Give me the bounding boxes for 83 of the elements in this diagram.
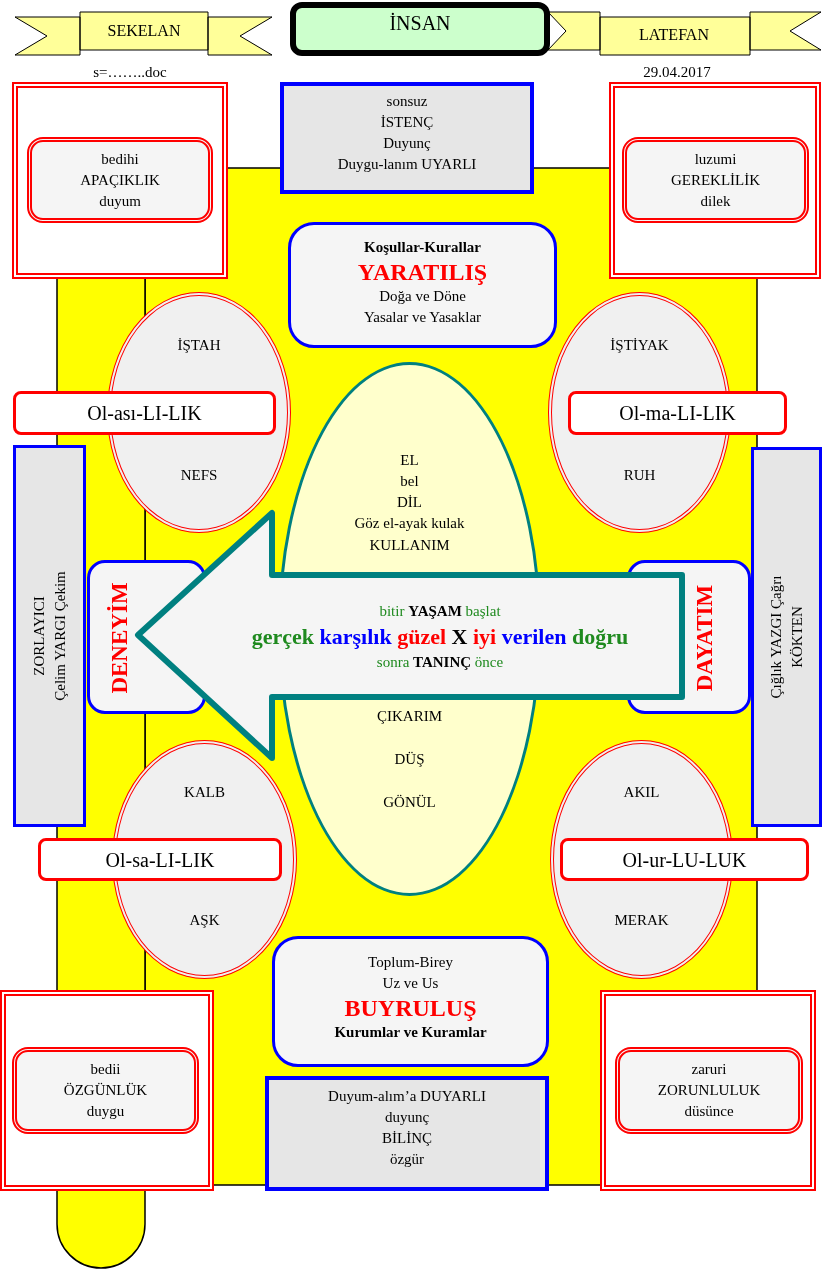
outer-frame — [609, 82, 821, 279]
panel-text: zaruri — [691, 1060, 727, 1079]
arrow-text: gerçek karşılık güzel X iyi verilen doğru — [251, 624, 629, 650]
ribbon-banner — [548, 10, 822, 58]
text-panel — [280, 82, 534, 194]
ellipse-text: DİL — [397, 492, 422, 512]
arrow-text: bitir YAŞAM başlat — [379, 602, 501, 621]
vertical-panel — [751, 447, 822, 827]
ellipse-text: bel — [400, 471, 419, 491]
rounded-panel — [288, 222, 557, 348]
panel-text: BUYRULUŞ — [344, 993, 477, 1022]
title-text: İNSAN — [389, 11, 451, 35]
arrow-text: sonra TANINÇ önce — [376, 653, 504, 672]
band-label: Ol-sa-LI-LIK — [105, 847, 215, 872]
panel-text: duyum — [99, 191, 141, 211]
rounded-panel — [272, 936, 549, 1067]
band-label: Ol-ma-LI-LIK — [619, 401, 736, 425]
ellipse-text: ÇIKARIM — [377, 706, 442, 726]
panel-text: GEREKLİLİK — [670, 170, 761, 190]
panel-text: bedii — [90, 1060, 121, 1079]
panel-text: Uz ve Us — [382, 973, 439, 993]
panel-text: Kurumlar ve Kuramlar — [334, 1022, 487, 1042]
band-label: Ol-ası-LI-LIK — [87, 401, 202, 425]
ellipse-text: KALB — [184, 782, 225, 802]
panel-text: Koşullar-Kurallar — [364, 237, 481, 257]
label-band — [560, 838, 809, 881]
ribbon-banner — [14, 9, 274, 58]
outer-frame — [0, 990, 214, 1191]
panel-text: duyunç — [384, 1107, 430, 1127]
vertical-heading: DAYATIM — [692, 584, 718, 692]
panel-text: Doğa ve Döne — [379, 286, 466, 306]
panel-text: ZORUNLULUK — [657, 1081, 761, 1100]
ellipse-text: Göz el-ayak kulak — [354, 513, 465, 533]
banner-label: LATEFAN — [639, 25, 709, 45]
panel-text: Duyunç — [383, 134, 431, 153]
title-box — [290, 2, 550, 56]
rounded-box — [622, 137, 809, 223]
panel-text: özgür — [389, 1149, 425, 1169]
panel-text: duygu — [86, 1102, 125, 1121]
label-band — [13, 391, 276, 435]
date-text: 29.04.2017 — [643, 62, 711, 82]
outer-frame — [12, 82, 228, 279]
panel-text: Duyum-alım’a DUYARLI — [328, 1086, 486, 1106]
panel-text: YARATILIŞ — [357, 257, 488, 286]
ellipse-text: EL — [400, 450, 419, 470]
label-band — [568, 391, 787, 435]
panel-text: sonsuz — [386, 92, 428, 111]
vertical-heading: DENEYİM — [107, 582, 133, 694]
vertical-panel — [13, 445, 86, 827]
ellipse-text: AŞK — [189, 910, 220, 930]
ellipse-text: MERAK — [614, 910, 669, 930]
ellipse-text: İŞTAH — [177, 335, 221, 355]
panel-text: luzumi — [694, 149, 737, 169]
panel-text: İSTENÇ — [380, 113, 434, 132]
ellipse-text: AKIL — [623, 782, 660, 802]
banner-label: SEKELAN — [107, 21, 181, 41]
panel-text: ÖZGÜNLÜK — [63, 1081, 148, 1100]
panel-text: BİLİNÇ — [382, 1128, 432, 1148]
outer-frame — [600, 990, 816, 1191]
rounded-box — [615, 1047, 803, 1134]
vertical-text: Çığlık YAZGI Çağrı — [766, 575, 785, 699]
vertical-text: Çelim YARGI Çekim — [50, 571, 69, 701]
vertical-text: KÖKTEN — [787, 606, 806, 668]
band-label: Ol-ur-LU-LUK — [622, 847, 747, 872]
rounded-box — [27, 137, 213, 223]
label-band — [38, 838, 282, 881]
ellipse-text: İŞTİYAK — [610, 335, 669, 355]
panel-text: dilek — [700, 191, 731, 211]
ellipse-text: DÜŞ — [394, 749, 425, 769]
file-name-text: s=……..doc — [93, 62, 167, 82]
panel-text: Toplum-Birey — [368, 952, 453, 972]
panel-text: APAÇIKLIK — [80, 170, 160, 190]
rounded-box — [12, 1047, 199, 1134]
text-panel — [265, 1076, 549, 1191]
vertical-text: ZORLAYICI — [29, 596, 48, 676]
ellipse-text: RUH — [623, 465, 656, 485]
panel-text: düsünce — [684, 1102, 734, 1121]
ellipse-text: NEFS — [180, 465, 218, 485]
ellipse-text: KULLANIM — [369, 535, 450, 555]
panel-text: Yasalar ve Yasaklar — [363, 307, 482, 327]
ellipse-text: GÖNÜL — [383, 792, 436, 812]
panel-text: Duygu-lanım UYARLI — [337, 155, 477, 174]
panel-text: bedihi — [101, 149, 139, 169]
